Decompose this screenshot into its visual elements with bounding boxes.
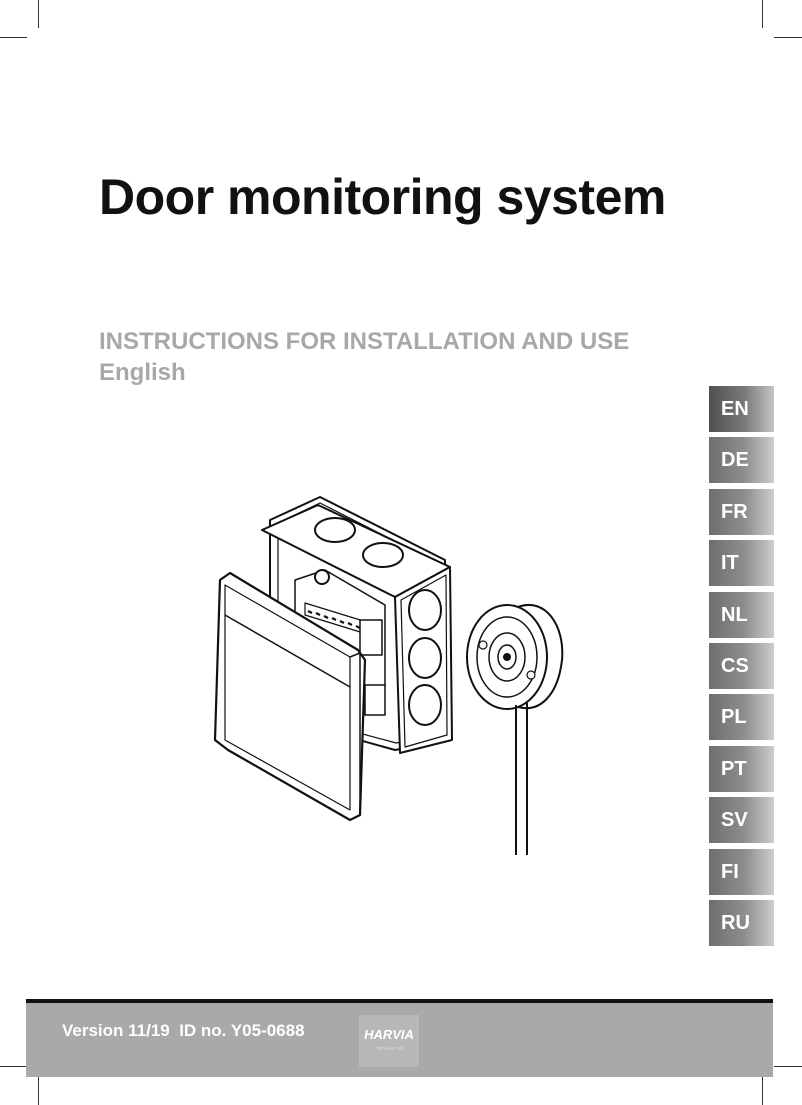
crop-mark: [762, 0, 763, 28]
language-tabs: EN DE FR IT NL CS PL PT SV FI RU: [709, 386, 774, 951]
lang-tab-en[interactable]: EN: [709, 386, 774, 432]
cover-plate: [213, 571, 367, 822]
subtitle-language: English: [99, 359, 186, 386]
lang-tab-cs[interactable]: CS: [709, 642, 774, 689]
lang-tab-fr[interactable]: FR: [709, 488, 774, 535]
crop-mark: [0, 37, 27, 38]
lang-tab-it[interactable]: IT: [709, 540, 774, 587]
subtitle-instructions: INSTRUCTIONS FOR INSTALLATION AND USE: [99, 328, 630, 355]
crop-mark: [774, 37, 802, 38]
logo-tagline: Harvia in tuli: [375, 1046, 403, 1052]
door-sensor: [466, 604, 564, 855]
version-info: Version 11/19 ID no. Y05-0688: [62, 1021, 305, 1040]
lang-tab-fi[interactable]: FI: [709, 848, 774, 895]
product-illustration: [213, 496, 564, 855]
lang-tab-ru[interactable]: RU: [709, 899, 774, 946]
crop-mark: [38, 0, 39, 28]
lang-tab-nl[interactable]: NL: [709, 591, 774, 638]
crop-mark: [762, 1077, 763, 1105]
footer-bar: Version 11/19 ID no. Y05-0688 HARVIA Har…: [26, 1003, 773, 1077]
crop-mark: [38, 1077, 39, 1105]
logo-wordmark: HARVIA: [364, 1027, 414, 1042]
lang-tab-pt[interactable]: PT: [709, 745, 774, 792]
lang-tab-sv[interactable]: SV: [709, 797, 774, 844]
lang-tab-pl[interactable]: PL: [709, 694, 774, 741]
document-subtitle: INSTRUCTIONS FOR INSTALLATION AND USE En…: [99, 326, 629, 388]
footer-divider: [26, 999, 773, 1003]
lang-tab-de[interactable]: DE: [709, 437, 774, 484]
harvia-logo: HARVIA Harvia in tuli: [359, 1015, 419, 1067]
document-title: Door monitoring system: [99, 169, 666, 225]
crop-mark: [0, 1066, 27, 1067]
crop-mark: [774, 1066, 802, 1067]
